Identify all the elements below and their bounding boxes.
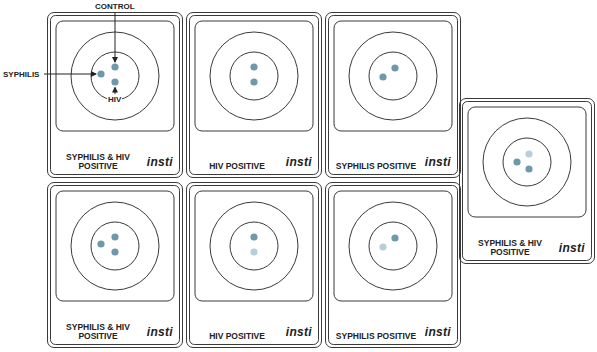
- result-caption: SYPHILIS & HIV POSITIVE: [53, 323, 143, 341]
- result-caption: HIV POSITIVE: [192, 332, 282, 341]
- callout-label: SYPHILIS: [2, 70, 40, 79]
- callout-label: CONTROL: [94, 2, 136, 11]
- result-caption: SYPHILIS & HIV POSITIVE: [53, 153, 143, 171]
- card-frame: [190, 16, 319, 175]
- test-card: HIV POSITIVE insti: [186, 12, 322, 178]
- card-frame: [329, 16, 458, 175]
- card-frame: [51, 186, 180, 345]
- card-frame: [190, 186, 319, 345]
- result-caption: SYPHILIS POSITIVE: [331, 162, 421, 171]
- brand-logo: insti: [286, 325, 312, 339]
- brand-logo: insti: [286, 155, 312, 169]
- test-card: SYPHILIS POSITIVE insti: [325, 12, 461, 178]
- result-caption: SYPHILIS & HIV POSITIVE: [465, 239, 555, 257]
- brand-logo: insti: [425, 155, 451, 169]
- test-dots: [97, 63, 532, 255]
- card-frame: [329, 186, 458, 345]
- card-frame: [463, 102, 592, 261]
- test-card: HIV POSITIVE insti: [186, 182, 322, 348]
- brand-logo: insti: [559, 241, 585, 255]
- result-caption: HIV POSITIVE: [192, 162, 282, 171]
- brand-logo: insti: [147, 155, 173, 169]
- test-card: SYPHILIS & HIV POSITIVE insti: [459, 98, 595, 264]
- callout-label: HIV: [107, 95, 122, 104]
- test-card: SYPHILIS & HIV POSITIVE insti: [47, 182, 183, 348]
- result-caption: SYPHILIS POSITIVE: [331, 332, 421, 341]
- brand-logo: insti: [425, 325, 451, 339]
- test-card: SYPHILIS POSITIVE insti: [325, 182, 461, 348]
- brand-logo: insti: [147, 325, 173, 339]
- leader-arrows: [44, 13, 115, 94]
